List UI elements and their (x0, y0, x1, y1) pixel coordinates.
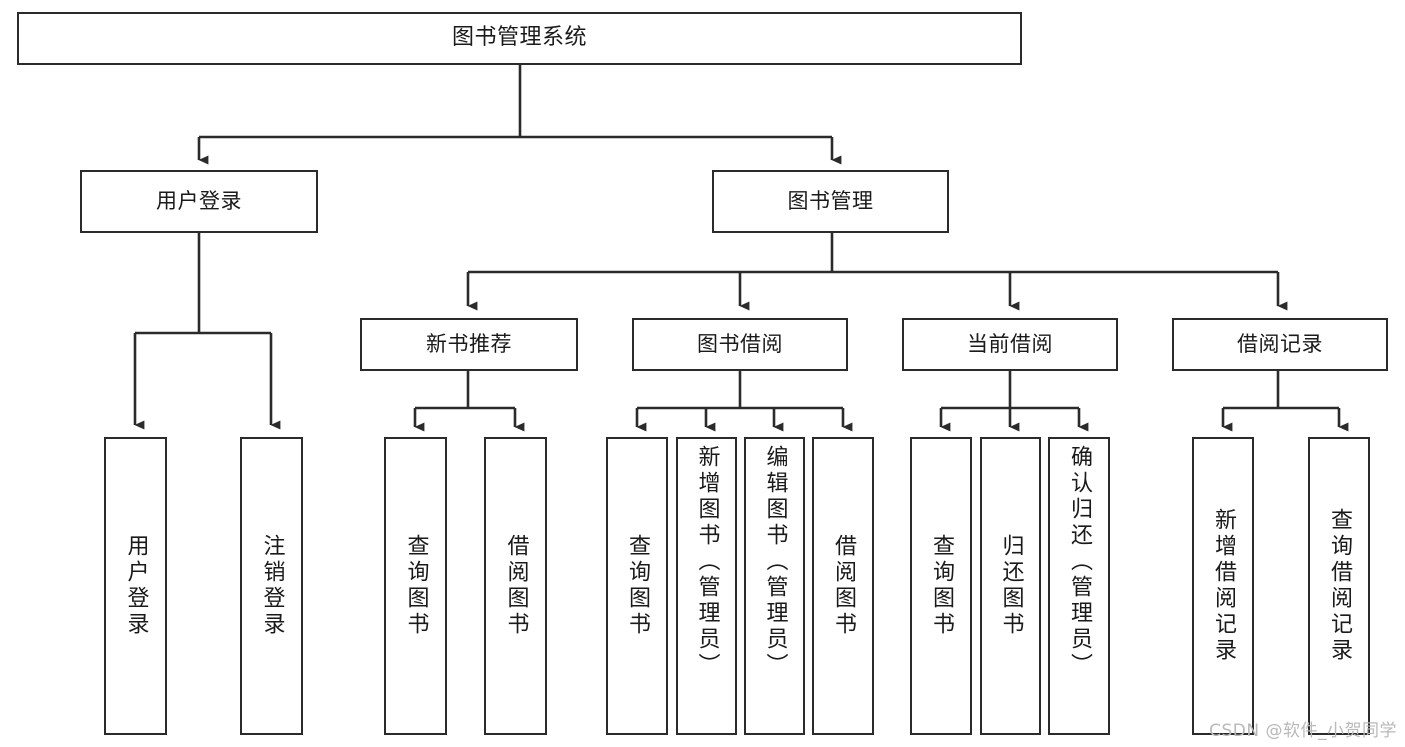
node-label: 确认归还（管理员） (1067, 445, 1092, 679)
leaf-add-book-admin[interactable]: 新增图书（管理员） (676, 437, 737, 735)
leaf-borrow-books-new-book[interactable]: 借阅图书 (484, 437, 547, 735)
node-label: 借阅图书 (831, 534, 856, 638)
node-label: 新书推荐 (426, 331, 512, 356)
node-label: 用户登录 (123, 534, 149, 638)
node-label: 新增借阅记录 (1211, 508, 1236, 664)
node-label: 查询借阅记录 (1327, 508, 1352, 664)
leaf-borrow-books[interactable]: 借阅图书 (812, 437, 874, 735)
leaf-add-borrow-record[interactable]: 新增借阅记录 (1192, 437, 1254, 735)
node-label: 归还图书 (998, 534, 1024, 638)
leaf-query-books-current[interactable]: 查询图书 (910, 437, 972, 735)
watermark-text: CSDN @软件_小贺同学 (1209, 721, 1397, 741)
leaf-query-books-new-book[interactable]: 查询图书 (384, 437, 447, 735)
node-borrowing-records[interactable]: 借阅记录 (1172, 318, 1388, 371)
node-label: 注销登录 (259, 534, 285, 638)
node-root-book-management-system[interactable]: 图书管理系统 (17, 12, 1022, 65)
node-book-management[interactable]: 图书管理 (712, 170, 949, 233)
leaf-return-books[interactable]: 归还图书 (980, 437, 1041, 735)
leaf-query-borrow-record[interactable]: 查询借阅记录 (1308, 437, 1370, 735)
node-new-book-recommendation[interactable]: 新书推荐 (360, 318, 578, 371)
node-label: 用户登录 (156, 188, 242, 213)
node-book-borrowing[interactable]: 图书借阅 (632, 318, 848, 371)
leaf-query-books-borrow[interactable]: 查询图书 (606, 437, 668, 735)
node-label: 图书管理系统 (451, 25, 587, 51)
node-label: 借阅图书 (503, 534, 529, 638)
leaf-user-login[interactable]: 用户登录 (104, 437, 167, 735)
node-label: 新增图书（管理员） (694, 445, 720, 679)
node-user-login[interactable]: 用户登录 (80, 170, 318, 233)
leaf-confirm-return-admin[interactable]: 确认归还（管理员） (1048, 437, 1110, 735)
node-label: 查询图书 (625, 534, 650, 638)
leaf-edit-book-admin[interactable]: 编辑图书（管理员） (744, 437, 805, 735)
node-label: 当前借阅 (967, 331, 1053, 356)
node-current-borrowing[interactable]: 当前借阅 (902, 318, 1118, 371)
node-label: 图书管理 (787, 188, 874, 213)
leaf-logout[interactable]: 注销登录 (240, 437, 303, 735)
node-label: 查询图书 (403, 534, 429, 638)
node-label: 图书借阅 (697, 331, 783, 356)
node-label: 编辑图书（管理员） (762, 445, 788, 679)
node-label: 查询图书 (929, 534, 954, 638)
node-label: 借阅记录 (1237, 331, 1323, 356)
